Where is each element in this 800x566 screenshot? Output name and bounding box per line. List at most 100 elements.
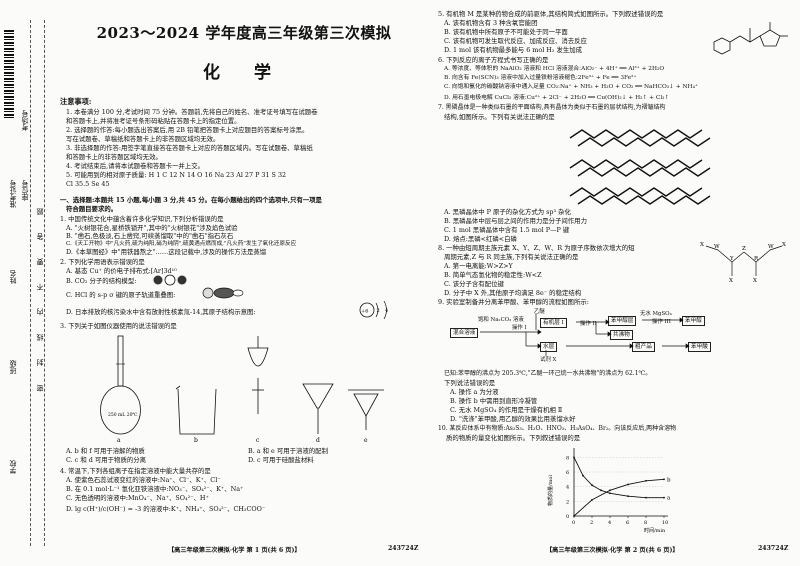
q10-stem: 10. 某反应体系中有物质:As₂S₃、H₂O、HNO₃、H₃AsO₄、Br₂。… <box>438 425 677 432</box>
footer-code-2: 243724Z <box>758 545 789 552</box>
data-point <box>573 456 575 459</box>
data-point <box>591 498 593 501</box>
exam-subject: 化 学 <box>203 63 285 83</box>
svg-text:+6: +6 <box>361 309 368 315</box>
flow-reagent-x: 试剂 X <box>540 357 557 363</box>
note-line: 和答题卡上的非答题区域均无效。 <box>66 153 162 161</box>
vessel-label: a <box>117 437 121 444</box>
flow-product-acid: 苯甲酸 <box>688 342 711 352</box>
section1-heading-cont: 符合题目要求的。 <box>66 205 118 213</box>
q7-option-b: B. 黑磷晶体中层与层之间的作用力是分子间作用力 <box>444 217 587 225</box>
q3-option-a: A. b 和 f 可用于溶解的物质 <box>66 447 145 455</box>
q6-option-b: B. 向含有 Fe(SCN)₃ 溶液中加入过量铁粉溶液褪色:2Fe³⁺ + Fe… <box>444 75 637 81</box>
flow-azeotrope: 共沸物 <box>610 330 633 340</box>
data-point <box>663 478 665 481</box>
q5-option-a: A. 该有机物含有 3 种含氧官能团 <box>444 19 538 27</box>
svg-text:250 mL 20℃: 250 mL 20℃ <box>108 412 137 418</box>
flow-arrows <box>480 314 690 356</box>
flow-reagent-ether: 乙醚 <box>534 309 545 315</box>
y-tick-label: 8 <box>566 455 569 461</box>
black-phosphorus-figure <box>569 129 711 205</box>
q1-option-b: B. "凿石,色极淡,石上凿窍,可续蒸馏取"中的"凿石"指石灰石 <box>66 232 234 240</box>
q9-note: 已知:苯甲醇的沸点为 205.3℃,"乙醚一环己烷一水共沸物"的沸点为 62.1… <box>444 370 652 377</box>
room-label: 考场号 <box>21 110 29 131</box>
flow-op1: 操作 I <box>512 325 527 331</box>
x-tick-label: 8 <box>644 520 647 526</box>
exam-title: 2023～2024 学年度高三年级第三次模拟 <box>96 24 392 42</box>
svg-text:Y: Y <box>729 256 734 262</box>
separatory-funnel-icon <box>247 336 269 414</box>
seal-line <box>30 20 31 546</box>
q2-option-c: C. HCl 的 s-p σ 键的原子轨道重叠图: <box>66 291 176 299</box>
flow-organic-layer: 有机层 I <box>540 318 567 328</box>
note-line: 写在试题卷、草稿纸和答题卡上的非答题区域均无效。 <box>66 135 220 143</box>
q6-option-c: C. 向饱和氨化的碳酸钠溶液中通入足量 CO₂:Na⁺ + NH₃ + H₂O … <box>444 84 698 90</box>
q6-option-d: D. 用石墨电极电解 CuCl₂ 溶液:Cu²⁺ + 2Cl⁻ + 2H₂O ═… <box>444 95 670 101</box>
x-tick-label: 2 <box>590 520 593 526</box>
q9-stem: 9. 实验室制备并分离苯甲酸、苯甲醇的流程如图所示: <box>438 298 589 306</box>
q7-option-a: A. 黑磷晶体中 P 原子的杂化方式为 sp³ 杂化 <box>444 208 571 216</box>
data-point <box>627 483 629 486</box>
q10-stem-cont: 质的物质的量变化如图所示。下列叙述错误的是 <box>446 434 581 442</box>
q4-option-a: A. 使紫色石蕊试液变红的溶液中:Na⁺、Cl⁻、K⁺、Cl⁻ <box>66 476 221 484</box>
orbital-overlap-diagram <box>202 287 244 299</box>
data-point <box>627 495 629 498</box>
data-point <box>609 492 611 495</box>
q1-option-c: C.《天工开物》中"凡火药,硫为纯阳,硝为纯阴",硫黄遇点燃而成,"凡火药"发生… <box>66 241 297 247</box>
footer-page-1: 【高三年级第三次模拟·化学 第 1 页(共 6 页)】 <box>168 547 301 554</box>
footer-page-2: 【高三年级第三次模拟·化学 第 2 页(共 6 页)】 <box>546 547 679 554</box>
note-line: 3. 非选择题的作答:用签字笔直接答在答题卡上对应的答题区域内。写在试题卷、草稿… <box>66 144 313 152</box>
flow-water-layer: 水层 <box>540 342 558 352</box>
y-tick-label: 0 <box>566 514 569 520</box>
data-point <box>645 496 647 499</box>
q3-option-b: B. a 和 e 可用于溶液的配制 <box>248 447 328 455</box>
data-point <box>600 489 602 492</box>
q4-stem: 4. 常温下,下列各组离子在指定溶液中能大量共存的是 <box>60 467 211 475</box>
x-tick-label: 0 <box>572 520 575 526</box>
x-tick-label: 4 <box>608 520 611 526</box>
data-point <box>663 496 665 499</box>
vessel-label: c <box>256 437 260 444</box>
svg-text:Z: Z <box>742 246 746 252</box>
co2-model <box>153 274 187 286</box>
q8-option-a: A. 第一电离能:W>Z>Y <box>444 262 513 270</box>
q7-stem: 7. 黑磷晶体是一种类似石墨的平面结构,具有晶体为类似于石墨的层状结构,为褶皱结… <box>438 104 666 111</box>
molecule-m-structure <box>713 22 788 55</box>
clay-triangle-icon <box>348 389 384 430</box>
q8-option-b: B. 简单气态氢化物的稳定性:W<Z <box>444 271 542 279</box>
q4-option-c: C. 无色透明的溶液中:MnO₄⁻、Na⁺、SO₄²⁻、H⁺ <box>66 494 209 502</box>
binding-margin: 学校 班级 姓名 准考证号 考场号 座位号 密 封 线 内 不 要 答 题 <box>0 0 56 566</box>
q6-option-a: A. 等浓度、等体积的 NaAlO₂ 溶液和 HCl 溶液混合:AlO₂⁻ + … <box>444 66 665 72</box>
series-line-b <box>573 478 665 517</box>
seal-line-inner <box>44 20 45 546</box>
q9-option-d: D. "洗涤"苯甲酸,用乙醇的效果比用蒸馏水好 <box>450 415 576 423</box>
note-line: 和答题卡上,并将准考证号条形码粘贴在答题卡上的指定位置。 <box>66 117 241 125</box>
data-point <box>591 484 593 487</box>
svg-text:R: R <box>754 256 759 262</box>
x-axis-label: 时间/min <box>644 527 666 534</box>
q1-option-a: A. "火树银花合,星桥铁锁开",其中的"火树银花"涉及焰色试验 <box>66 224 238 232</box>
y-tick-label: 4 <box>566 485 569 491</box>
class-label: 班级 <box>9 360 17 374</box>
vessel-label: d <box>316 437 320 444</box>
flow-eb-layer: 苯甲醇层 <box>608 316 637 326</box>
series-label: b <box>667 477 671 483</box>
y-tick-label: 6 <box>566 470 569 476</box>
q3-option-c: C. c 和 d 可用于物质的分离 <box>66 456 147 464</box>
note-line: 4. 考试结束后,请将本试题卷和答题卡一并上交。 <box>66 162 204 170</box>
q2-option-d: D. 日本排放的核污染水中含有放射性核素氚-14,其原子结构示意图: <box>66 308 256 316</box>
series-line-a <box>573 457 664 499</box>
q4-option-d: D. lg c(H⁺)/c(OH⁻) = -3 的溶液中:K⁺、NH₄⁺、SO₄… <box>66 505 266 513</box>
q3-option-d: D. c 可用于硅酸盐材料 <box>248 456 314 464</box>
exam-no-label: 准考证号 <box>9 180 17 208</box>
q8-stem: 8. 一种由短周期主族元素 X、Y、Z、W、R 为原子序数依次增大的短 <box>438 244 635 252</box>
note-line: 1. 本卷满分 100 分,考试时间 75 分钟。答题前,先将自己的姓名、准考证… <box>66 108 318 116</box>
flow-op2: 操作 II <box>580 321 597 327</box>
flow-mixture: 混合溶液 <box>450 328 479 338</box>
series-label: a <box>667 496 671 502</box>
flow-reagent-mgso: 无水 MgSO₄ <box>640 311 672 317</box>
note-line: 2. 选择题的作答:每小题选出答案后,用 2B 铅笔把答题卡上对应题目的答案标号… <box>66 126 309 134</box>
svg-text:X: X <box>753 278 757 284</box>
